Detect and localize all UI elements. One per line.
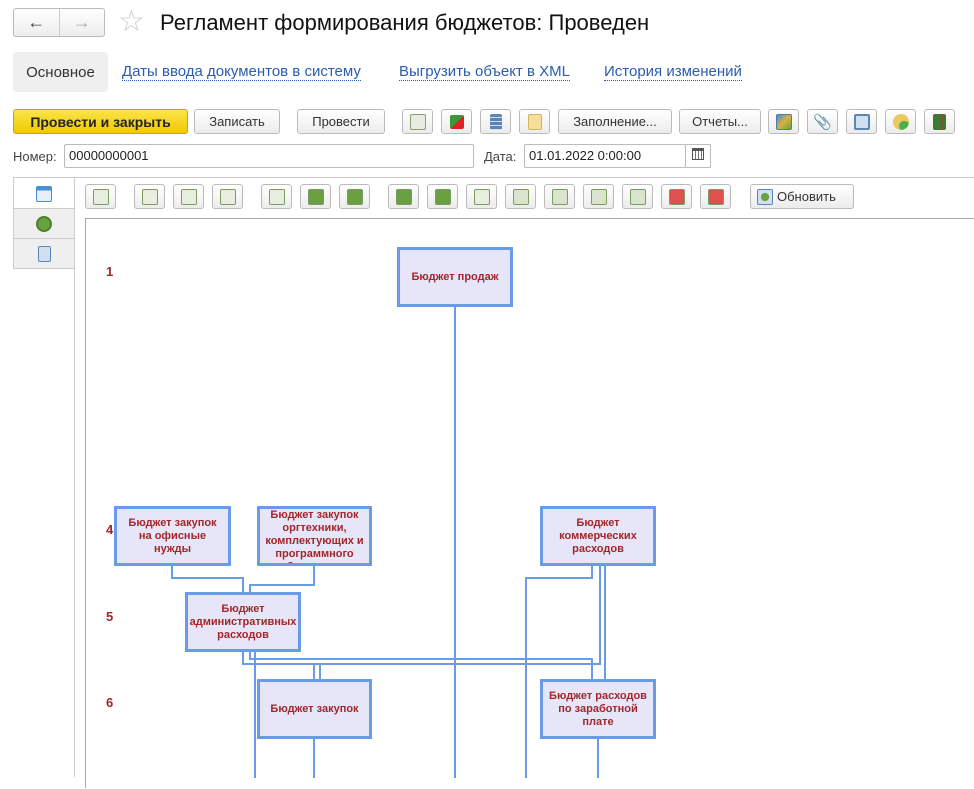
post-and-close-button[interactable]: Провести и закрыть bbox=[13, 109, 188, 134]
delete-block-icon bbox=[268, 188, 285, 205]
add-row-above-button[interactable] bbox=[583, 184, 614, 209]
connector bbox=[171, 565, 244, 592]
connectors bbox=[171, 306, 606, 778]
post-button[interactable]: Провести bbox=[297, 109, 385, 134]
add-right-block-button[interactable] bbox=[212, 184, 243, 209]
book-icon bbox=[933, 113, 946, 130]
node-salary-expenses[interactable]: Бюджет расходов по заработной плате bbox=[540, 679, 656, 739]
node-orgtech-purchases[interactable]: Бюджет закупок оргтехники, комплектующих… bbox=[257, 506, 372, 566]
calendar-button[interactable] bbox=[685, 144, 711, 168]
connector bbox=[242, 565, 601, 665]
back-button[interactable]: ← bbox=[27, 12, 46, 32]
write-button[interactable]: Записать bbox=[194, 109, 280, 134]
clock-icon bbox=[36, 215, 52, 232]
row-number: 1 bbox=[106, 264, 114, 279]
add-row-below-button[interactable] bbox=[622, 184, 653, 209]
note-icon bbox=[527, 113, 542, 130]
forward-button[interactable]: → bbox=[58, 9, 105, 36]
book-button[interactable] bbox=[924, 109, 955, 134]
add-column-right-icon bbox=[551, 188, 568, 205]
edit-block-icon bbox=[473, 188, 490, 205]
page-title: Регламент формирования бюджетов: Проведе… bbox=[160, 10, 650, 35]
edit-block-button[interactable] bbox=[466, 184, 497, 209]
move-down-button[interactable] bbox=[339, 184, 370, 209]
calculator-button[interactable] bbox=[402, 109, 433, 134]
diagram-canvas[interactable]: 1 4 5 6 Бюджет продаж Бюджет закупок на … bbox=[85, 218, 974, 788]
connector bbox=[525, 565, 593, 778]
number-field[interactable]: 00000000001 bbox=[64, 144, 474, 168]
connector bbox=[249, 565, 315, 592]
node-purchases[interactable]: Бюджет закупок bbox=[257, 679, 372, 739]
refresh-icon bbox=[757, 188, 773, 205]
add-child-block-icon bbox=[141, 188, 158, 205]
move-right-button[interactable] bbox=[427, 184, 458, 209]
add-child-block-button[interactable] bbox=[134, 184, 165, 209]
list-button[interactable] bbox=[480, 109, 511, 134]
list-icon bbox=[489, 113, 502, 130]
side-tab-schedule[interactable] bbox=[13, 208, 75, 239]
move-left-icon bbox=[395, 188, 412, 205]
delete-row-button[interactable] bbox=[700, 184, 731, 209]
move-down-icon bbox=[346, 188, 363, 205]
delete-column-icon bbox=[668, 188, 685, 205]
move-left-button[interactable] bbox=[388, 184, 419, 209]
row-number: 5 bbox=[106, 609, 114, 624]
fill-button[interactable]: Заполнение... bbox=[558, 109, 672, 134]
delete-block-button[interactable] bbox=[261, 184, 292, 209]
node-commercial-expenses[interactable]: Бюджет коммерческих расходов bbox=[540, 506, 656, 566]
reports-button[interactable]: Отчеты... bbox=[679, 109, 761, 134]
add-left-block-button[interactable] bbox=[173, 184, 204, 209]
date-field[interactable]: 01.01.2022 0:00:00 bbox=[524, 144, 686, 168]
node-office-purchases[interactable]: Бюджет закупок на офисные нужды bbox=[114, 506, 231, 566]
side-tab-attachments[interactable] bbox=[13, 238, 75, 269]
move-right-icon bbox=[434, 188, 451, 205]
document-clip-icon bbox=[37, 245, 51, 262]
tab-input-dates[interactable]: Даты ввода документов в систему bbox=[122, 63, 361, 81]
tab-history[interactable]: История изменений bbox=[604, 63, 742, 81]
side-tab-diagram[interactable] bbox=[13, 177, 75, 209]
attach-button[interactable]: 📎 bbox=[807, 109, 838, 134]
calendar-icon bbox=[692, 148, 704, 160]
delete-column-button[interactable] bbox=[661, 184, 692, 209]
add-column-left-button[interactable] bbox=[505, 184, 536, 209]
row-number: 6 bbox=[106, 695, 114, 710]
notify-button[interactable] bbox=[885, 109, 916, 134]
dt-kt-button[interactable] bbox=[441, 109, 472, 134]
bell-add-icon bbox=[892, 113, 909, 130]
date-label: Дата: bbox=[484, 149, 517, 164]
add-left-block-icon bbox=[180, 188, 197, 205]
hierarchy-icon bbox=[853, 113, 870, 130]
refresh-button[interactable]: Обновить bbox=[750, 184, 854, 209]
dt-kt-icon bbox=[449, 114, 464, 129]
map-search-icon bbox=[775, 113, 792, 130]
paperclip-icon: 📎 bbox=[813, 113, 832, 131]
structure-button[interactable] bbox=[768, 109, 799, 134]
note-button[interactable] bbox=[519, 109, 550, 134]
tab-main[interactable]: Основное bbox=[13, 52, 108, 92]
move-up-button[interactable] bbox=[300, 184, 331, 209]
refresh-label: Обновить bbox=[777, 189, 836, 204]
add-right-block-icon bbox=[219, 188, 236, 205]
delete-row-icon bbox=[707, 188, 724, 205]
node-sales-budget[interactable]: Бюджет продаж bbox=[397, 247, 513, 307]
tab-export-xml[interactable]: Выгрузить объект в XML bbox=[399, 63, 570, 81]
nav-buttons: ← → bbox=[13, 8, 105, 37]
row-number: 4 bbox=[106, 522, 114, 537]
side-tabs-divider bbox=[74, 268, 75, 777]
node-admin-expenses[interactable]: Бюджет административных расходов bbox=[185, 592, 301, 652]
add-column-right-button[interactable] bbox=[544, 184, 575, 209]
home-form-icon bbox=[36, 185, 52, 202]
add-column-left-icon bbox=[512, 188, 529, 205]
favorite-star-icon[interactable]: ☆ bbox=[118, 5, 145, 38]
connector bbox=[249, 651, 593, 679]
table-icon bbox=[409, 113, 426, 130]
add-block-icon bbox=[92, 188, 109, 205]
panel-top-border bbox=[74, 177, 974, 178]
add-row-above-icon bbox=[590, 188, 607, 205]
number-label: Номер: bbox=[13, 149, 57, 164]
hierarchy-button[interactable] bbox=[846, 109, 877, 134]
add-block-button[interactable] bbox=[85, 184, 116, 209]
add-row-below-icon bbox=[629, 188, 646, 205]
move-up-icon bbox=[307, 188, 324, 205]
